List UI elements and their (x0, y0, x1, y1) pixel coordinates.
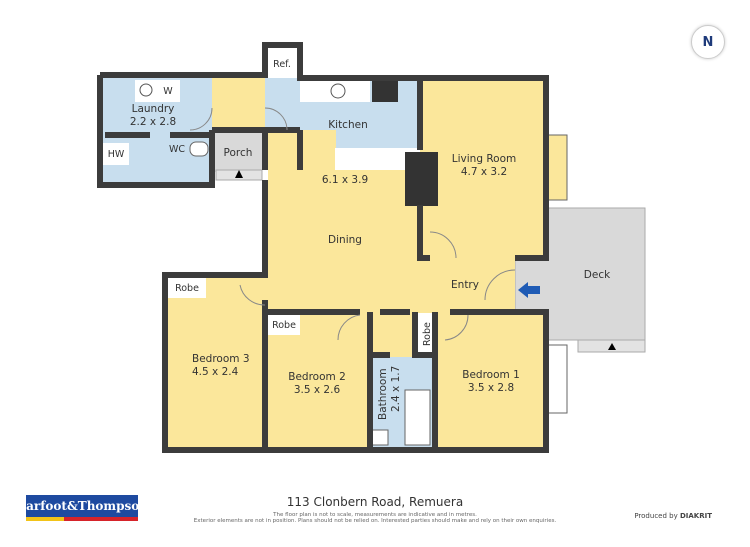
bathtub-icon (404, 389, 431, 446)
disclaimer-line-1: The floor plan is not to scale, measurem… (273, 512, 477, 518)
room-label-entry: Entry (451, 279, 479, 291)
step-arrow-icon (235, 170, 243, 178)
property-address: 113 Clonbern Road, Remuera (286, 495, 464, 509)
room-size-bedroom-2: 3.5 x 2.6 (294, 384, 341, 396)
walls (97, 42, 549, 453)
fireplace (405, 152, 438, 206)
robe-hall (417, 315, 435, 353)
room-size-laundry: 2.2 x 2.8 (130, 116, 176, 128)
cooktop-icon (372, 78, 398, 102)
bedroom-1-area (435, 312, 546, 450)
room-label-deck: Deck (584, 269, 611, 281)
kitchen-bench (335, 148, 420, 170)
dining-area (268, 170, 418, 270)
porch-area (214, 130, 262, 172)
step-arrow-icon (608, 343, 616, 350)
hall-area (212, 78, 265, 130)
room-size-bedroom-1: 3.5 x 2.8 (468, 382, 514, 394)
room-label-porch: Porch (224, 147, 253, 159)
robe-label: Robe (175, 283, 199, 294)
room-size-living: 4.7 x 3.2 (461, 166, 507, 178)
entry-area (265, 258, 515, 313)
producer-credit: Produced by DIAKRIT (634, 512, 712, 520)
barfoot-thompson-logo: Barfoot&Thompson (16, 495, 148, 521)
room-label-laundry: Laundry (132, 103, 175, 115)
hall-lower (370, 312, 415, 357)
room-label-dining: Dining (328, 234, 362, 246)
room-label-bedroom-1: Bedroom 1 (462, 369, 520, 381)
washer-label: W (163, 86, 173, 97)
door-swings (189, 107, 516, 341)
floor-plan: Laundry 2.2 x 2.8 Kitchen Dining 6.1 x 3… (97, 42, 646, 453)
produced-by-text: Produced by (634, 512, 678, 520)
room-size-bathroom: 2.4 x 1.7 (390, 366, 402, 412)
room-label-bedroom-3: Bedroom 3 (192, 353, 250, 365)
fridge-label: Ref. (273, 59, 291, 70)
room-size-bedroom-3: 4.5 x 2.4 (192, 366, 239, 378)
room-label-living: Living Room (452, 153, 516, 165)
disclaimer-line-2: Exterior elements are not in position. P… (193, 518, 557, 524)
tub-sink-icon (139, 83, 153, 97)
producer-name: DIAKRIT (679, 512, 712, 520)
compass-label: N (702, 34, 714, 50)
north-compass-icon: N (691, 25, 725, 59)
room-label-bathroom: Bathroom (377, 368, 389, 420)
vanity-icon (371, 429, 389, 446)
bedroom-3-area (165, 275, 265, 450)
fridge-space (266, 47, 298, 77)
brand-text: Barfoot&Thompson (15, 499, 149, 513)
robe-label: Robe (272, 320, 296, 331)
robe-label: Robe (422, 322, 433, 346)
toilet-icon (189, 141, 209, 157)
sink-icon (330, 83, 346, 99)
living-room-area (420, 78, 546, 258)
room-label-kitchen: Kitchen (328, 119, 367, 131)
kitchen-counter (300, 80, 370, 102)
robe-bedroom-3 (168, 278, 206, 298)
room-label-bedroom-2: Bedroom 2 (288, 371, 346, 383)
wc-label: WC (169, 144, 185, 155)
hot-water-label: HW (108, 149, 125, 160)
entry-arrow-icon (518, 282, 540, 298)
hot-water-cylinder (103, 143, 129, 165)
room-size-dining: 6.1 x 3.9 (322, 174, 368, 186)
robe-bedroom-2 (268, 315, 300, 335)
laundry-fixtures (135, 80, 180, 102)
